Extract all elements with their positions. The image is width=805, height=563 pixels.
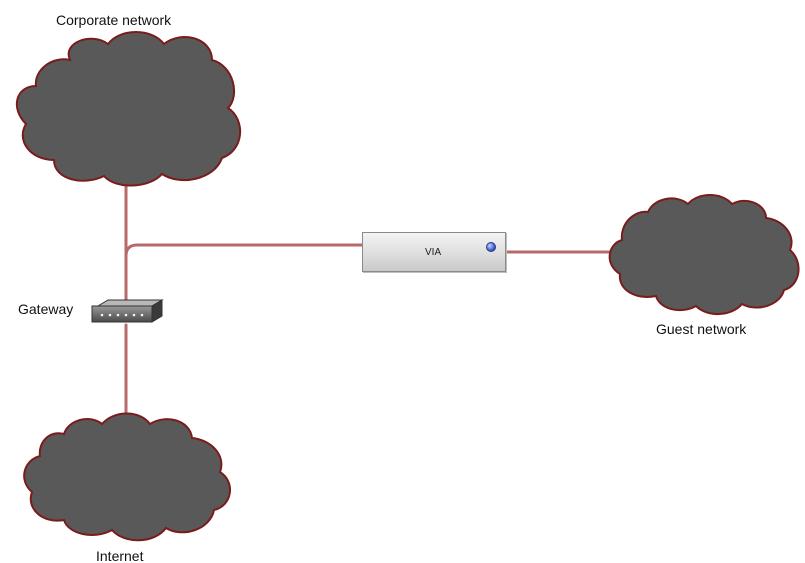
internet-cloud-icon bbox=[23, 412, 231, 542]
internet-label: Internet bbox=[96, 548, 144, 563]
router-icon bbox=[91, 299, 164, 323]
connection-lines bbox=[124, 180, 614, 422]
router-leds bbox=[100, 313, 144, 317]
guest-cloud-icon bbox=[608, 194, 800, 315]
router-front bbox=[91, 305, 153, 323]
router-top bbox=[96, 299, 164, 307]
via-appliance-icon: VIA bbox=[362, 232, 506, 272]
gateway-label: Gateway bbox=[18, 301, 74, 317]
corporate-network-label: Corporate network bbox=[56, 12, 172, 28]
via-label: VIA bbox=[425, 247, 442, 258]
guest-network-label: Guest network bbox=[656, 321, 747, 337]
link-gateway-via bbox=[124, 243, 364, 258]
corporate-cloud-icon bbox=[16, 31, 242, 187]
status-led-icon bbox=[486, 242, 496, 252]
router-side bbox=[151, 299, 163, 323]
